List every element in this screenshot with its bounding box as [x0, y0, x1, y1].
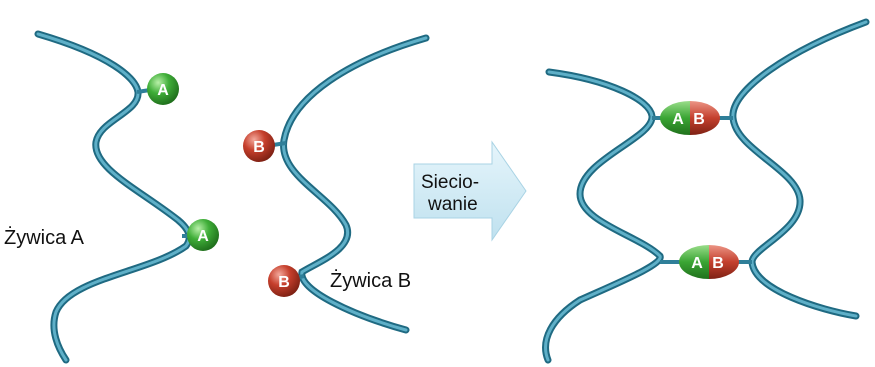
group-b-ball: B	[268, 265, 300, 297]
bond-letter-a: A	[691, 255, 703, 272]
crosslinked-network	[542, 18, 870, 364]
network-left-strand	[542, 68, 664, 364]
resin-b-label: Żywica B	[330, 269, 411, 292]
group-b-ball: B	[243, 130, 275, 162]
group-b-letter: B	[278, 274, 290, 291]
group-a-ball: A	[187, 219, 219, 251]
group-b-letter: B	[253, 139, 265, 156]
resin-a-label: Żywica A	[4, 226, 85, 249]
bond-letter-b: B	[693, 111, 705, 128]
bonded-ab-group: A B	[660, 101, 720, 135]
bond-letter-a: A	[672, 111, 684, 128]
group-a-letter: A	[197, 228, 209, 245]
resin-b-polymer	[272, 34, 430, 334]
bonded-ab-group: A B	[679, 245, 739, 279]
crosslinking-arrow: Siecio- wanie	[413, 140, 527, 242]
group-a-ball: A	[147, 73, 179, 105]
arrow-label-line2: wanie	[427, 194, 478, 215]
resin-a-polymer	[34, 30, 193, 364]
arrow-label-line1: Siecio-	[421, 172, 479, 193]
network-right-strand	[729, 18, 870, 320]
group-a-letter: A	[157, 82, 169, 99]
bond-letter-b: B	[712, 255, 724, 272]
